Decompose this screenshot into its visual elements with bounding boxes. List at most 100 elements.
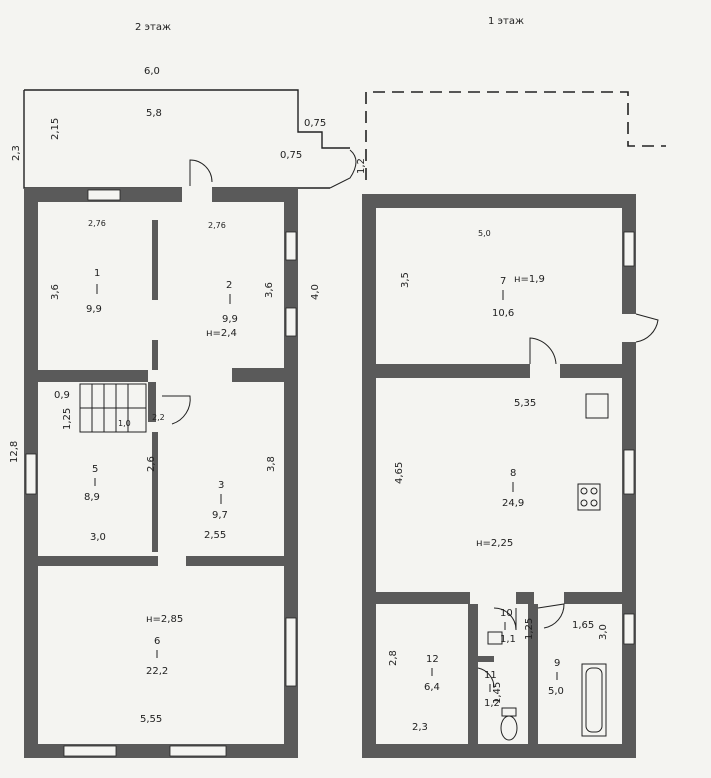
wall-r7-r8-right (560, 364, 622, 378)
wall-r12-r11 (468, 604, 478, 744)
staircase (79, 383, 147, 433)
stair-dim-c: 1,0 (118, 419, 131, 428)
balcony-step-b: 0,75 (280, 150, 302, 161)
room-number: 10 (500, 608, 513, 619)
wall-r10-r11 (478, 656, 494, 662)
room-number: 2 (226, 280, 232, 291)
room-area: 9,9 (86, 304, 102, 315)
room-6: н=2,85 6 22,2 (146, 614, 183, 677)
wall-top-right (212, 188, 298, 202)
washbasin-fixture (487, 631, 503, 645)
first-floor: 1 этаж (362, 16, 666, 758)
balcony-width-inner: 5,8 (146, 108, 162, 119)
stove-fixture (577, 483, 601, 511)
room6-width: 5,55 (140, 714, 162, 725)
room-3: 3 9,7 (212, 480, 228, 521)
first-floor-title: 1 этаж (488, 16, 524, 27)
room-number: 6 (154, 636, 160, 647)
room-number: 12 (426, 654, 439, 665)
window-right-3 (623, 613, 635, 645)
balcony-width-outer: 6,0 (144, 66, 160, 77)
balcony-depth-inner: 2,15 (50, 118, 61, 140)
room-area: 6,4 (424, 682, 440, 693)
stair-door-arc (162, 395, 191, 425)
room-number: 3 (218, 480, 224, 491)
wall-lower-right (186, 556, 284, 566)
room-ceiling: н=1,9 (514, 274, 545, 285)
room10-height: 1,25 (524, 618, 535, 640)
wall-r8-bottom-far (564, 592, 622, 604)
window-right-1 (623, 231, 635, 267)
room5-width: 3,0 (90, 532, 106, 543)
room-area: 1,1 (500, 634, 516, 645)
wall-r8-bottom-right (516, 592, 534, 604)
window-right-2 (623, 449, 635, 495)
stair-dim-b: 1,25 (62, 408, 73, 430)
room-7: 7 н=1,9 10,6 (492, 274, 545, 319)
window-right-3 (285, 617, 297, 687)
room10-door (493, 607, 517, 631)
room-2: 2 9,9 н=2,4 (206, 280, 238, 339)
wall-stair-right (148, 382, 156, 422)
wall-r8-bottom-left (376, 592, 470, 604)
canopy-outline (365, 91, 666, 180)
room-number: 11 (484, 670, 497, 681)
room-area: 8,9 (84, 492, 100, 503)
total-length: 12,8 (9, 441, 20, 463)
second-floor: 2 этаж (9, 22, 367, 758)
room-8: 8 24,9 н=2,25 (476, 468, 524, 549)
room-ceiling: н=2,4 (206, 328, 237, 339)
room-ceiling: н=2,85 (146, 614, 183, 625)
room-9: 9 5,0 (548, 658, 564, 697)
room-number: 8 (510, 468, 516, 479)
window-bottom-2 (169, 745, 227, 757)
stair-dim-a: 0,9 (54, 390, 70, 401)
room9-height: 3,0 (598, 624, 609, 640)
room-10: 10 1,1 (500, 608, 516, 645)
toilet-fixture (500, 707, 518, 741)
room-ceiling: н=2,25 (476, 538, 513, 549)
room-area: 10,6 (492, 308, 514, 319)
room7-width: 5,0 (478, 229, 491, 238)
room-5: 5 8,9 (84, 464, 100, 503)
room3-height: 3,8 (266, 456, 277, 472)
room-11: 11 1,2 (484, 670, 500, 709)
sink-fixture (585, 393, 609, 419)
window-top (87, 189, 121, 201)
wall-r7-r8-left (376, 364, 530, 378)
balcony-door (329, 149, 357, 189)
room8-width: 5,35 (514, 398, 536, 409)
room2-door-arc (189, 159, 213, 186)
wall-r5-r3 (152, 432, 158, 552)
wall-left (362, 194, 376, 758)
room-number: 1 (94, 268, 100, 279)
room9-width: 1,65 (572, 620, 594, 631)
room-number: 5 (92, 464, 98, 475)
window-right-1 (285, 231, 297, 261)
room-area: 1,2 (484, 698, 500, 709)
balcony-outline (23, 89, 350, 189)
wall-top (362, 194, 636, 208)
room-area: 5,0 (548, 686, 564, 697)
wall-r1-r2 (152, 220, 158, 300)
room-area: 9,7 (212, 510, 228, 521)
balcony-depth-left: 2,3 (11, 145, 22, 161)
entrance-door (635, 313, 659, 343)
room-area: 22,2 (146, 666, 168, 677)
room-1: 1 9,9 (86, 268, 102, 315)
room5-height: 2,6 (146, 456, 157, 472)
room3-width: 2,55 (204, 530, 226, 541)
room2-height: 3,6 (264, 282, 275, 298)
room1-height: 3,6 (50, 284, 61, 300)
room2-width: 2,76 (208, 221, 226, 230)
balcony-step-a: 0,75 (304, 118, 326, 129)
room8-height: 4,65 (394, 462, 405, 484)
window-bottom-1 (63, 745, 117, 757)
stair-dim-d: 2,2 (152, 413, 165, 422)
bathtub-fixture (581, 663, 607, 737)
room11-height: 1,45 (492, 682, 503, 704)
wall-mid-left (38, 370, 148, 382)
second-floor-title: 2 этаж (135, 22, 171, 33)
wall-mid-right (232, 368, 284, 382)
